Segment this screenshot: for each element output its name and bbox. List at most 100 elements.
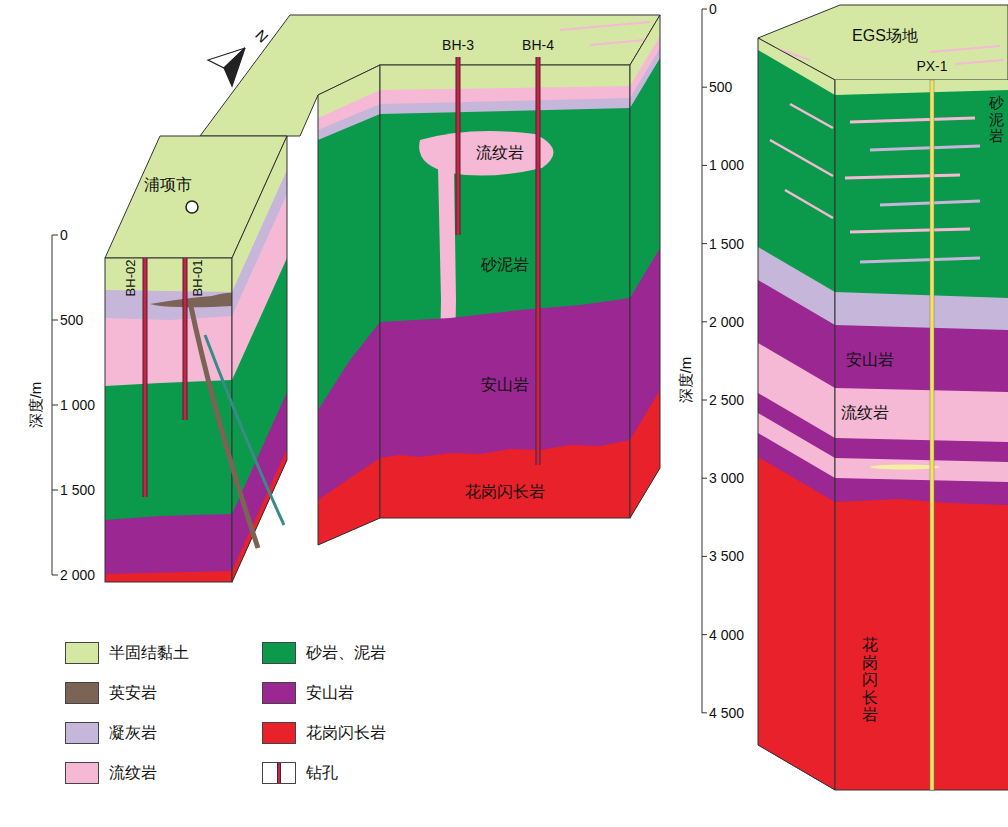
right-block <box>758 247 835 790</box>
rock-label: 砂泥岩 <box>481 256 529 274</box>
depth-axis <box>702 556 707 557</box>
borehole-symbol <box>277 763 281 783</box>
legend-text: 砂岩、泥岩 <box>306 643 386 664</box>
legend-item: 流纹岩 <box>65 761 157 785</box>
right-block <box>835 458 1008 790</box>
middle-block <box>380 440 630 518</box>
right-block <box>835 478 1008 790</box>
depth-axis <box>702 87 707 88</box>
borehole-label: BH-01 <box>191 260 206 297</box>
middle-block <box>318 65 380 545</box>
middle-block <box>630 390 660 518</box>
left-block <box>105 258 232 582</box>
middle-block <box>630 15 660 518</box>
depth-axis <box>52 405 58 406</box>
legend-swatch <box>65 762 99 784</box>
right-block <box>758 393 835 790</box>
legend-text: 英安岩 <box>109 683 157 704</box>
borehole-line <box>143 258 148 497</box>
middle-block <box>630 48 660 518</box>
legend-item: 半固结黏土 <box>65 641 189 665</box>
depth-axis <box>52 320 58 321</box>
right-block <box>758 413 835 790</box>
depth-tick: 0 <box>709 1 717 17</box>
right-block <box>835 438 1008 790</box>
depth-tick: 500 <box>60 312 83 328</box>
borehole-line <box>144 258 147 497</box>
middle-block <box>380 65 630 518</box>
depth-tick: 1 000 <box>709 157 744 173</box>
depth-tick: 2 000 <box>709 314 744 330</box>
borehole-label: PX-1 <box>916 58 947 74</box>
right-block <box>758 38 835 790</box>
right-block <box>770 104 833 218</box>
left-block <box>105 290 232 582</box>
right-block <box>930 80 934 790</box>
middle-block <box>318 114 380 545</box>
right-block <box>758 38 835 790</box>
middle-block <box>630 15 660 518</box>
left-block <box>105 136 287 582</box>
borehole-line <box>205 335 284 525</box>
legend-text: 流纹岩 <box>109 763 157 784</box>
left-block <box>105 380 232 582</box>
middle-block <box>318 322 380 545</box>
depth-axis <box>702 478 707 479</box>
depth-axis <box>702 243 707 244</box>
legend-item: 凝灰岩 <box>65 721 157 745</box>
depth-axis <box>702 165 707 166</box>
legend-item: 钻孔 <box>262 761 338 785</box>
depth-axis <box>702 634 707 635</box>
right-block <box>835 499 1008 790</box>
borehole-line <box>537 57 540 465</box>
depth-tick: 3 000 <box>709 470 744 486</box>
rock-label: 安山岩 <box>846 351 894 369</box>
right-block <box>835 325 1008 790</box>
right-block <box>835 80 1008 790</box>
axis-title: 深度/m <box>677 357 694 404</box>
left-block <box>186 201 198 213</box>
borehole-line <box>183 258 188 420</box>
middle-block <box>380 65 630 518</box>
rock-label: 砂泥岩 <box>989 95 1004 145</box>
north-arrow <box>224 48 245 86</box>
depth-axis <box>702 712 707 713</box>
depth-axis <box>52 575 58 576</box>
right-block <box>870 465 940 470</box>
middle-block <box>630 248 660 518</box>
borehole-line <box>145 258 284 548</box>
north-arrow <box>208 48 245 86</box>
legend-swatch <box>262 682 296 704</box>
left-block <box>105 571 232 582</box>
borehole-label: BH-02 <box>124 260 139 297</box>
left-block <box>105 514 232 582</box>
right-block <box>758 50 835 790</box>
right-block <box>835 292 1008 790</box>
middle-block <box>380 108 630 518</box>
legend-item: 花岗闪长岩 <box>262 721 386 745</box>
middle-block <box>380 298 630 518</box>
legend-swatch <box>65 722 99 744</box>
depth-tick: 0 <box>60 227 68 243</box>
depth-tick: 4 000 <box>709 627 744 643</box>
middle-block <box>560 22 650 45</box>
legend-item: 安山岩 <box>262 681 354 705</box>
rock-label: 花岗闪长岩 <box>465 483 545 501</box>
depth-axis <box>52 9 707 713</box>
legend-swatch <box>262 762 296 784</box>
middle-block <box>630 36 660 518</box>
borehole-line <box>458 57 538 465</box>
right-block <box>758 433 835 790</box>
borehole-line <box>457 57 460 235</box>
middle-block <box>380 98 630 518</box>
legend-text: 半固结黏土 <box>109 643 189 664</box>
depth-tick: 500 <box>709 79 732 95</box>
depth-axis <box>702 9 707 10</box>
depth-axis <box>52 490 58 491</box>
legend-swatch <box>262 722 296 744</box>
borehole-line <box>456 57 461 235</box>
right-block <box>845 118 975 232</box>
borehole-label: BH-3 <box>442 37 474 53</box>
depth-tick: 1 500 <box>709 236 744 252</box>
depth-tick: 2 500 <box>709 392 744 408</box>
